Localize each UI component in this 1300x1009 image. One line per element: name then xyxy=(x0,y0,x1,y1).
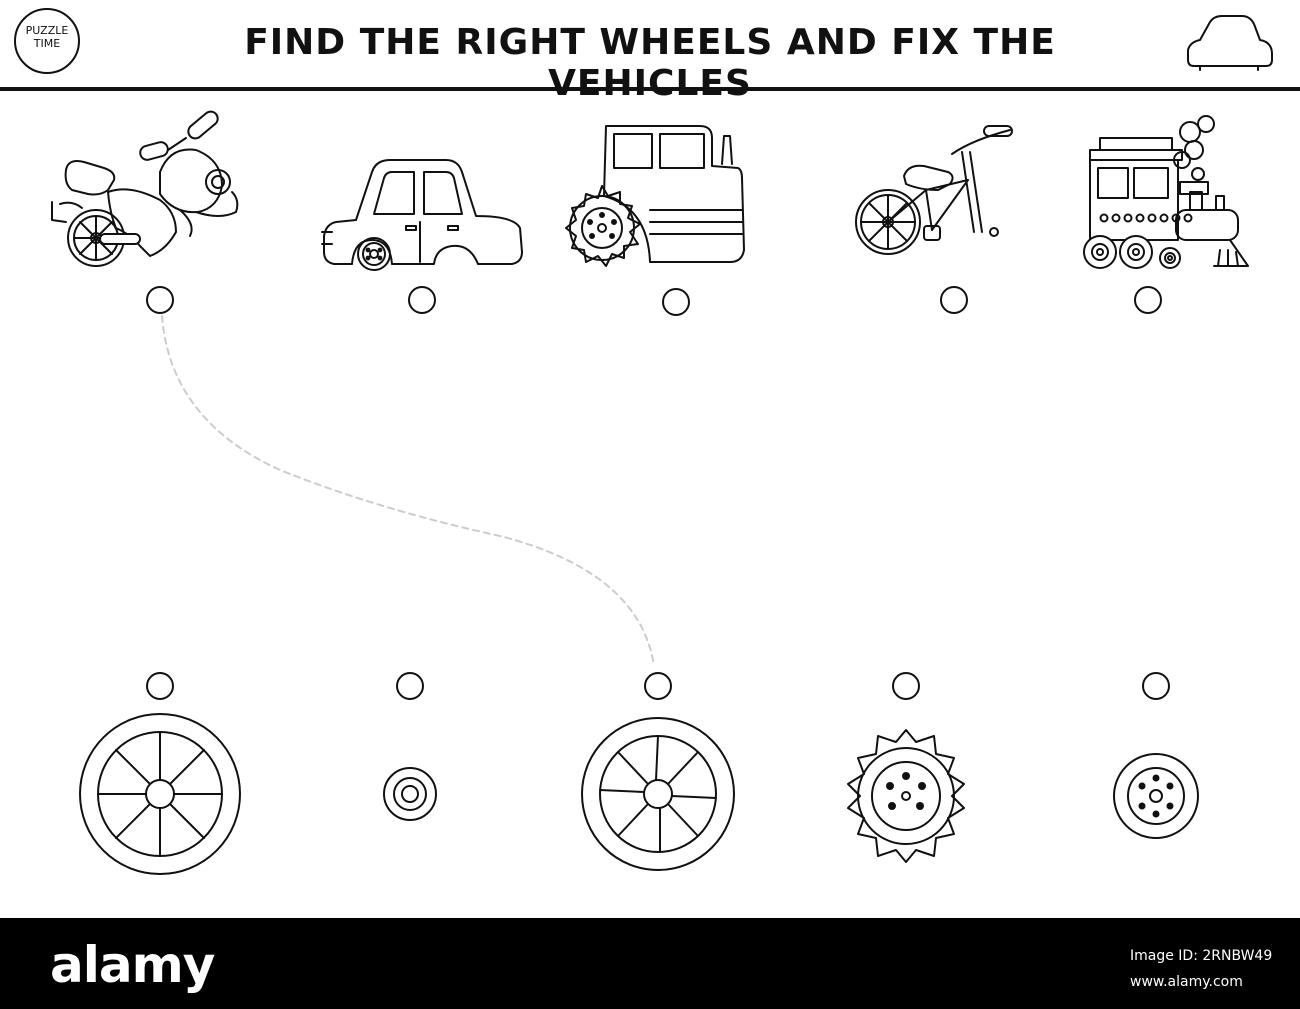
answer-dot-vehicle-4[interactable] xyxy=(940,286,968,314)
site-url: www.alamy.com xyxy=(1130,974,1243,990)
image-id-label: Image ID: 2RNBW49 xyxy=(1130,948,1273,964)
answer-dot-vehicle-5[interactable] xyxy=(1134,286,1162,314)
answer-dot-wheel-2[interactable] xyxy=(396,672,424,700)
spoked-wheel-icon xyxy=(79,713,241,875)
answer-dot-vehicle-1[interactable] xyxy=(146,286,174,314)
answer-dot-vehicle-2[interactable] xyxy=(408,286,436,314)
puzzle-time-badge: PUZZLE TIME xyxy=(14,8,80,74)
car-outline-icon xyxy=(1187,15,1273,71)
badge-line-2: TIME xyxy=(33,37,61,50)
brand-logo: alamy xyxy=(50,936,215,994)
small-wheel-icon xyxy=(383,767,437,821)
stock-footer: alamy Image ID: 2RNBW49 www.alamy.com xyxy=(0,918,1300,1009)
badge-line-1: PUZZLE xyxy=(25,24,69,37)
worksheet: PUZZLE TIME FIND THE RIGHT WHEELS AND FI… xyxy=(0,8,1300,875)
spoked-wheel-icon xyxy=(581,717,735,871)
answer-dot-wheel-4[interactable] xyxy=(892,672,920,700)
example-dashed-line xyxy=(161,315,655,667)
header-divider xyxy=(0,87,1300,91)
motorcycle-icon xyxy=(51,110,239,267)
answer-dot-wheel-5[interactable] xyxy=(1142,672,1170,700)
tractor-tire-icon xyxy=(847,729,965,863)
tractor-icon xyxy=(565,125,745,267)
answer-dot-vehicle-3[interactable] xyxy=(662,288,690,316)
answer-dot-wheel-3[interactable] xyxy=(644,672,672,700)
page-title: FIND THE RIGHT WHEELS AND FIX THE VEHICL… xyxy=(244,22,1056,104)
bicycle-icon xyxy=(855,125,1013,255)
answer-dot-wheel-1[interactable] xyxy=(146,672,174,700)
train-wheel-icon xyxy=(1113,753,1199,839)
car-icon xyxy=(321,159,523,271)
train-icon xyxy=(1083,115,1249,269)
puzzle-art xyxy=(51,15,1273,875)
